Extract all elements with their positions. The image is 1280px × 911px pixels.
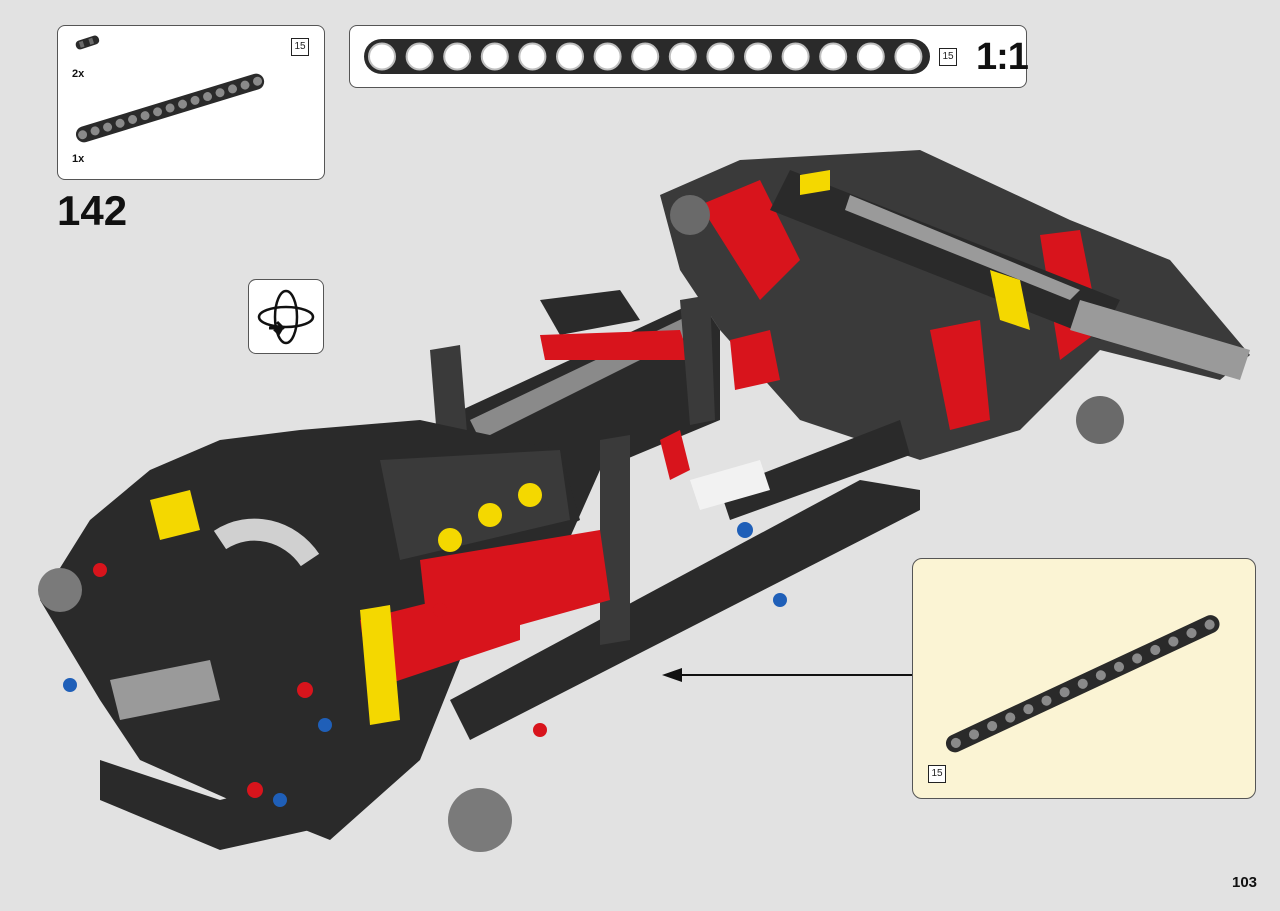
beam-ruler-box: 15 [349,25,1027,88]
beam-hole [1186,628,1197,639]
beam-hole [215,88,225,98]
scale-label: 1:1 [976,36,1029,78]
beam-15-icon [945,615,1220,753]
rear-suspension-assembly [660,150,1250,460]
beam-hole [1077,678,1088,689]
axle-connector-icon [75,35,100,50]
beam-hole [1023,704,1034,715]
beam-hole [153,107,163,117]
beam-ruler-graphic [364,39,930,74]
parts-list-graphics [75,35,265,143]
beam-hole [178,99,188,109]
beam-hole [253,76,263,86]
beam-hole [240,80,250,90]
beam-hole [115,118,125,128]
ruler-hole [593,42,622,71]
beam-hole [228,84,238,94]
rotate-model-box [248,279,324,354]
ruler-hole [480,42,509,71]
beam-hole [165,103,175,113]
ruler-length-badge: 15 [939,48,957,66]
beam-hole [1132,653,1143,664]
ruler-hole [856,42,885,71]
ruler-hole [405,42,434,71]
ruler-hole [894,42,923,71]
ruler-hole [518,42,547,71]
ruler-hole [368,42,396,71]
beam-hole [1204,619,1215,630]
front-engine-assembly [38,420,787,852]
beam-hole [190,95,200,105]
beam-hole [90,126,100,136]
step-number: 142 [57,187,128,234]
page-number: 103 [1232,874,1258,891]
beam-hole [1005,712,1016,723]
ruler-hole [556,42,584,71]
beam-hole [1041,695,1052,706]
beam-hole [128,114,138,124]
ruler-hole [744,42,772,71]
callout-beam-graphic [945,615,1220,753]
ruler-hole [443,42,472,71]
beam-hole [968,729,980,740]
beam-length-badge: 15 [291,38,309,56]
beam-hole [203,92,213,102]
beam-15-icon [75,73,265,143]
side-rail-beam [450,420,920,740]
beam-hole [1150,644,1161,655]
beam-quantity: 1x [72,153,85,165]
beam-hole [140,111,150,121]
beam-hole [1059,687,1070,698]
beam-hole [1095,670,1106,681]
beam-hole [103,122,113,132]
callout-length-badge: 15 [928,765,946,783]
new-beam-callout: 15 [912,558,1256,799]
ruler-hole [819,42,848,71]
beam-hole [78,130,88,140]
beam-hole [1113,661,1125,672]
ruler-hole [781,42,810,71]
ruler-hole [668,42,697,71]
ruler-hole [631,42,660,71]
parts-list-box: 15 2x 1x [57,25,325,180]
beam-hole [1168,636,1179,647]
beam-hole [950,737,961,748]
connector-quantity: 2x [72,68,85,80]
ruler-hole [706,42,735,71]
rotate-model-icon [257,289,315,345]
beam-hole [987,720,998,732]
